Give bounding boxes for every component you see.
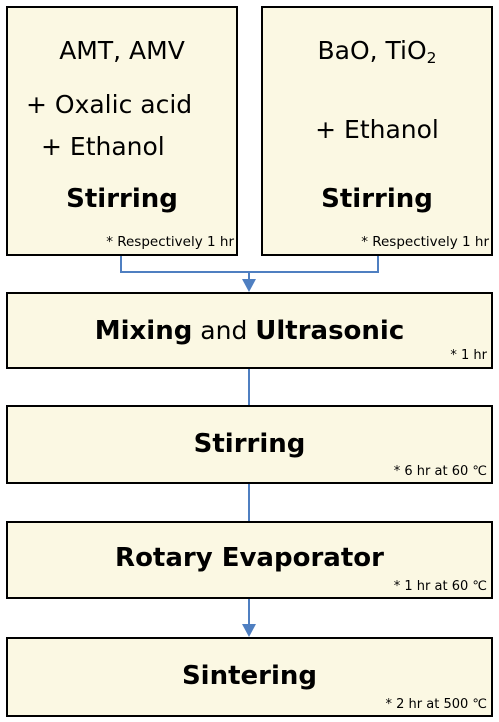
- left-duration-note: * Respectively 1 hr: [106, 234, 234, 250]
- step-stirring: Stirring * 6 hr at 60 ℃: [6, 405, 493, 484]
- rotary-duration-note: * 1 hr at 60 ℃: [393, 579, 487, 594]
- right-reagents-formula: BaO, TiO: [317, 36, 427, 65]
- mixing-duration-note: * 1 hr: [450, 348, 487, 363]
- stirring-label: Stirring: [193, 429, 306, 459]
- right-reagents-subscript: 2: [426, 48, 437, 67]
- left-reagents-line2: + Oxalic acid: [26, 90, 193, 119]
- left-reagents-line3: + Ethanol: [41, 132, 165, 161]
- mixing-label: Mixing and Ultrasonic: [8, 316, 491, 346]
- and-word: and: [192, 316, 256, 345]
- merge-connector: [120, 256, 379, 273]
- sintering-duration-note: * 2 hr at 500 ℃: [385, 697, 488, 712]
- box-right-reagents: BaO, TiO2 + Ethanol Stirring * Respectiv…: [261, 6, 493, 256]
- ultrasonic-word: Ultrasonic: [255, 316, 405, 346]
- rotary-label: Rotary Evaporator: [115, 543, 384, 573]
- stirring-duration-note: * 6 hr at 60 ℃: [393, 464, 487, 479]
- sintering-label: Sintering: [181, 661, 318, 691]
- right-reagents-line1: BaO, TiO2: [263, 36, 491, 67]
- right-reagents-line2: + Ethanol: [315, 115, 439, 144]
- mixing-word: Mixing: [94, 316, 193, 346]
- arrowhead-to-mixing: [242, 279, 256, 292]
- right-stirring-label: Stirring: [321, 184, 433, 214]
- arrowhead-to-sintering: [242, 624, 256, 637]
- box-left-reagents: AMT, AMV + Oxalic acid + Ethanol Stirrin…: [6, 6, 238, 256]
- step-rotary-evaporator: Rotary Evaporator * 1 hr at 60 ℃: [6, 521, 493, 599]
- left-reagents-line1: AMT, AMV: [59, 36, 185, 65]
- step-mixing-ultrasonic: Mixing and Ultrasonic * 1 hr: [6, 292, 493, 369]
- left-stirring-label: Stirring: [66, 184, 178, 214]
- right-duration-note: * Respectively 1 hr: [361, 234, 489, 250]
- step-sintering: Sintering * 2 hr at 500 ℃: [6, 637, 493, 717]
